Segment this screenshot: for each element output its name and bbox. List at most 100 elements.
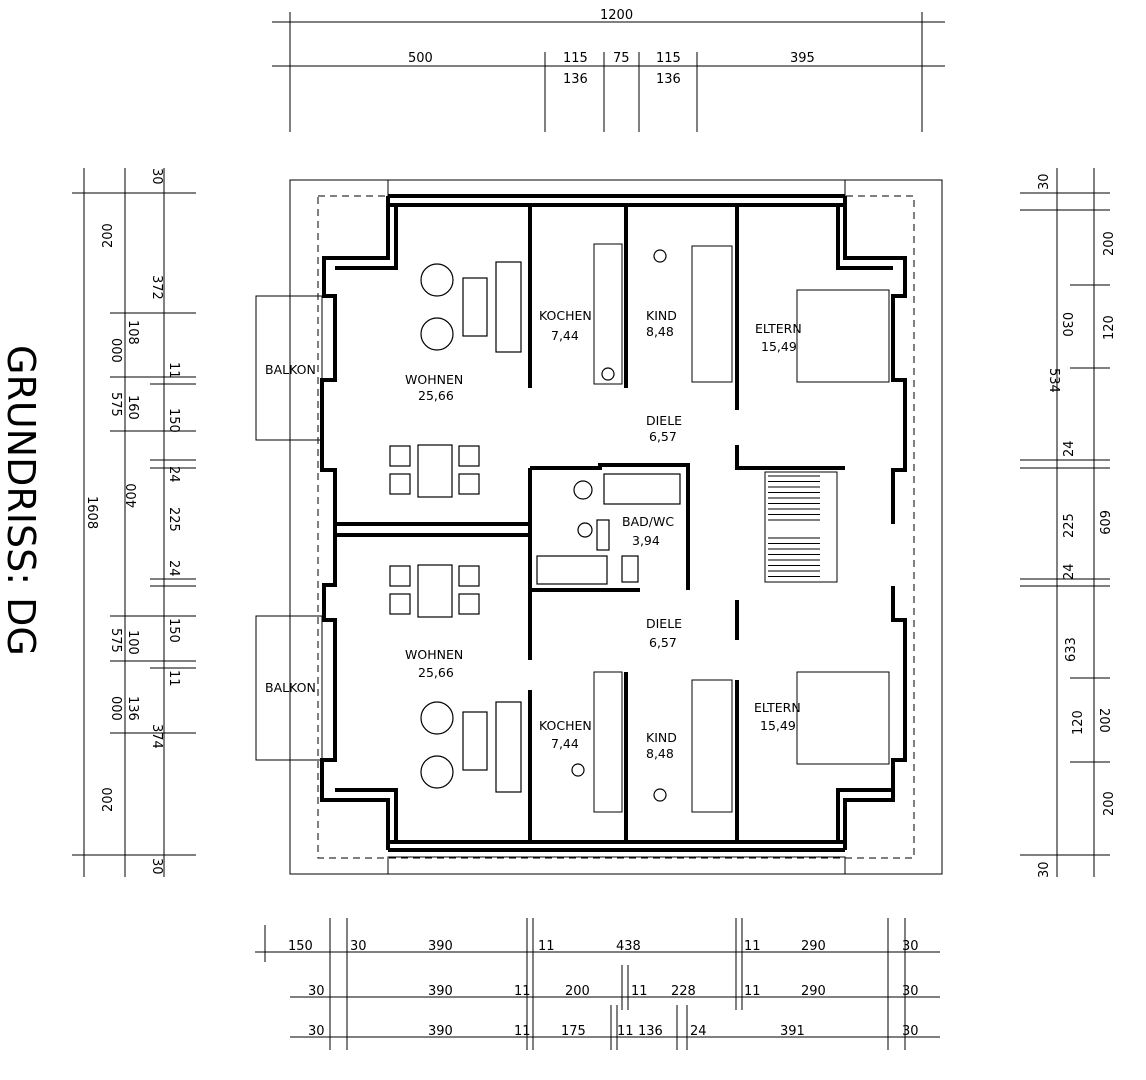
dim-right-inner: 200 (1096, 708, 1111, 733)
balconies (255, 295, 323, 761)
dim-bottom: 228 (671, 984, 696, 999)
dim-left-outer: 000 (108, 338, 123, 363)
dim-bottom: 150 (288, 939, 313, 954)
room-kochen-bottom-area: 7,44 (551, 736, 579, 751)
room-wohnen-top: WOHNEN (405, 372, 463, 387)
dim-left-inner: 372 (149, 275, 164, 300)
room-bad: BAD/WC (622, 514, 674, 529)
dim-bottom: 11 (744, 939, 761, 954)
dim-bottom: 391 (780, 1024, 805, 1039)
dim-bottom: 290 (801, 939, 826, 954)
dim-bottom: 11 (631, 984, 648, 999)
dim-bottom: 30 (308, 984, 325, 999)
dim-right-outer: 200 (1102, 231, 1117, 256)
dim-left-inner: 150 (166, 408, 181, 433)
dim-left-outer: 200 (101, 223, 116, 248)
dim-left-outer: 575 (108, 628, 123, 653)
dim-right-outer: 120 (1071, 710, 1086, 735)
room-eltern-bottom: ELTERN (754, 700, 801, 715)
dim-bottom: 438 (616, 939, 641, 954)
dim-left-inner: 150 (166, 618, 181, 643)
dim-top-seg: 75 (613, 51, 630, 66)
dim-left-inner: 108 (125, 320, 140, 345)
dim-bottom: 11 (514, 1024, 531, 1039)
room-kind-top-area: 8,48 (646, 324, 674, 339)
dim-top-sub: 136 (656, 72, 681, 87)
room-eltern-bottom-area: 15,49 (760, 718, 796, 733)
dim-bottom: 11 (744, 984, 761, 999)
dim-left-inner: 30 (149, 858, 164, 875)
room-diele-top: DIELE (646, 413, 682, 428)
dim-left-outer: 575 (108, 392, 123, 417)
room-eltern-top-area: 15,49 (761, 339, 797, 354)
room-kind-bottom: KIND (646, 730, 677, 745)
dim-top-seg: 395 (790, 51, 815, 66)
dim-top-seg: 115 (656, 51, 681, 66)
top-dimensions (272, 12, 945, 132)
staircase (768, 475, 820, 583)
dim-right-outer: 120 (1102, 315, 1117, 340)
plan-title: GRUNDRISS: DG (0, 345, 43, 656)
room-eltern-top: ELTERN (755, 321, 802, 336)
dim-left-total: 1608 (84, 496, 99, 529)
room-diele-bottom: DIELE (646, 616, 682, 631)
room-balkon-top: BALKON (265, 362, 316, 377)
dim-left-inner: 100 (125, 630, 140, 655)
room-kochen-bottom: KOCHEN (539, 718, 592, 733)
room-wohnen-bottom-area: 25,66 (418, 665, 454, 680)
dim-bottom: 30 (902, 984, 919, 999)
dim-bottom: 30 (902, 939, 919, 954)
dim-left-inner: 225 (166, 507, 181, 532)
dim-right-outer: 200 (1102, 791, 1117, 816)
dim-bottom: 11 (617, 1024, 634, 1039)
dim-right-inner: 030 (1059, 312, 1074, 337)
dim-left-inner: 11 (166, 670, 181, 687)
dim-left-inner: 136 (125, 696, 140, 721)
dim-top-seg: 115 (563, 51, 588, 66)
dim-left-inner: 11 (166, 362, 181, 379)
dim-left-outer: 000 (108, 696, 123, 721)
dim-right-inner: 24 (1062, 440, 1077, 457)
dim-bottom: 11 (514, 984, 531, 999)
dim-bottom: 390 (428, 939, 453, 954)
dim-top-seg: 500 (408, 51, 433, 66)
dim-bottom: 24 (690, 1024, 707, 1039)
dim-top-sub: 136 (563, 72, 588, 87)
bottom-dimensions (255, 918, 940, 1050)
dim-right-inner: 30 (1037, 173, 1052, 190)
dim-bottom: 30 (350, 939, 367, 954)
room-bad-area: 3,94 (632, 533, 660, 548)
dim-left-inner: 160 (125, 395, 140, 420)
roof-outline (289, 179, 943, 875)
room-diele-bottom-area: 6,57 (649, 635, 677, 650)
left-dimensions (72, 168, 196, 877)
dim-bottom: 390 (428, 1024, 453, 1039)
dim-right-inner: 24 (1062, 563, 1077, 580)
dim-right-inner: 225 (1062, 513, 1077, 538)
dim-left-inner: 30 (149, 168, 164, 185)
room-labels: BALKON BALKON WOHNEN 25,66 WOHNEN 25,66 … (265, 308, 802, 761)
dim-bottom: 30 (902, 1024, 919, 1039)
right-dimensions (1020, 168, 1110, 877)
dim-left-inner: 24 (166, 466, 181, 483)
room-kind-top: KIND (646, 308, 677, 323)
dim-bottom: 175 (561, 1024, 586, 1039)
dim-right-mid: 633 (1064, 637, 1079, 662)
dim-bottom: 390 (428, 984, 453, 999)
dim-bottom: 30 (308, 1024, 325, 1039)
dim-left-outer: 200 (101, 787, 116, 812)
dim-right-outer: 609 (1096, 510, 1111, 535)
dim-bottom: 290 (801, 984, 826, 999)
dim-right-mid: 534 (1046, 368, 1061, 393)
room-balkon-bottom: BALKON (265, 680, 316, 695)
room-wohnen-bottom: WOHNEN (405, 647, 463, 662)
dim-top-total: 1200 (600, 8, 633, 23)
dim-bottom: 200 (565, 984, 590, 999)
room-kind-bottom-area: 8,48 (646, 746, 674, 761)
walls (320, 194, 907, 852)
dim-bottom: 136 (638, 1024, 663, 1039)
dim-bottom: 11 (538, 939, 555, 954)
dim-left-inner: 374 (149, 724, 164, 749)
dim-right-inner: 30 (1037, 861, 1052, 878)
